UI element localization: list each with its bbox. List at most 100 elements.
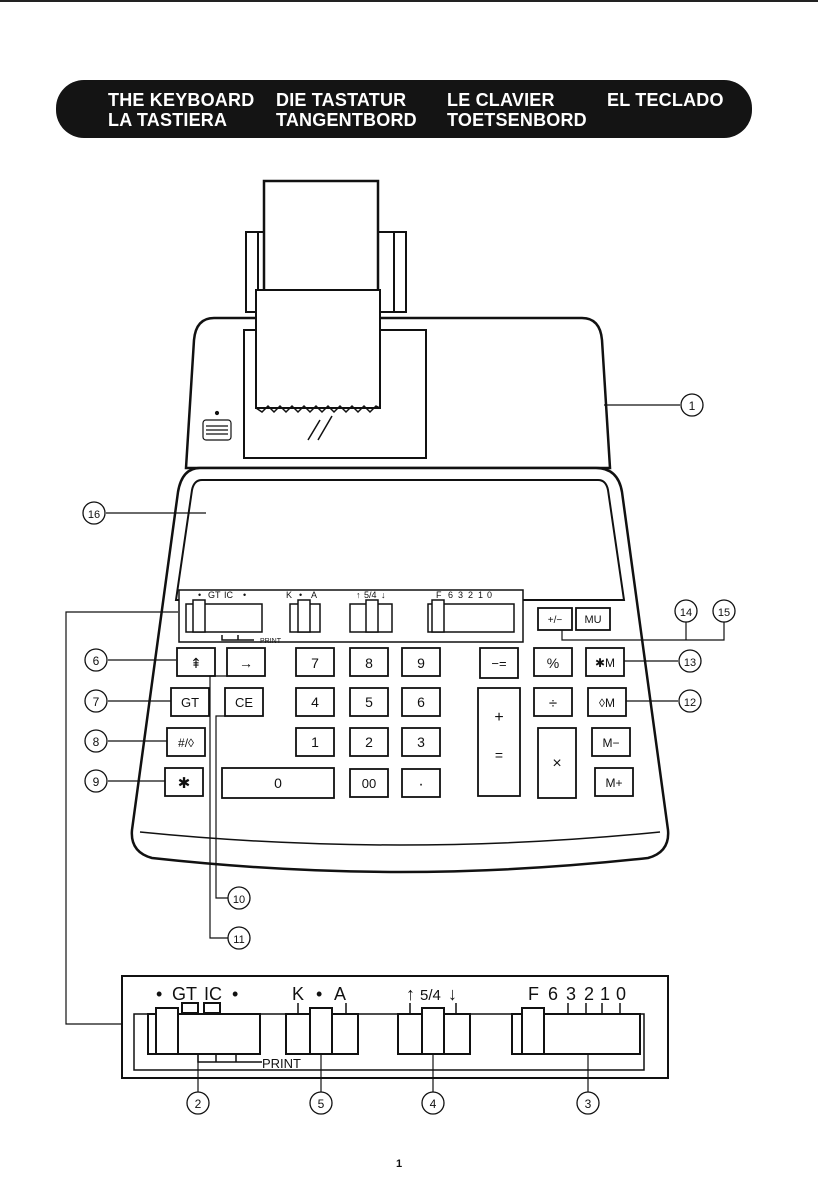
key-paper-feed[interactable]: ⇞ (177, 648, 215, 676)
callout-8-label: 8 (93, 735, 100, 749)
callout-6: 6 (85, 649, 107, 671)
key-8[interactable]: 8 (350, 648, 388, 676)
sw-small-1: 1 (478, 590, 483, 600)
key-gt[interactable]: GT (171, 688, 209, 716)
callout-15-label: 15 (718, 607, 730, 619)
callout-14: 14 (675, 600, 697, 622)
sw-small-a: A (311, 590, 317, 600)
callout-11-label: 11 (233, 934, 244, 946)
key-star[interactable]: ✱ (165, 768, 203, 796)
callout-12: 12 (679, 690, 701, 712)
key-3[interactable]: 3 (402, 728, 440, 756)
key-dot-label: · (418, 776, 423, 793)
key-percent-label: % (547, 655, 559, 671)
key-8-label: 8 (365, 655, 373, 671)
sw-small-ic: IC (224, 590, 234, 600)
key-5[interactable]: 5 (350, 688, 388, 716)
key-arrow[interactable]: → (227, 648, 265, 676)
key-m-minus[interactable]: M− (592, 728, 630, 756)
key-7[interactable]: 7 (296, 648, 334, 676)
key-sign-change[interactable]: +/− (538, 608, 572, 630)
sw-small-k: K (286, 590, 292, 600)
sw-small-gt: GT (208, 590, 221, 600)
key-multiply[interactable]: × (538, 728, 576, 798)
sw-large-dot2: • (232, 984, 238, 1004)
callout-7-label: 7 (93, 695, 100, 709)
key-mu[interactable]: MU (576, 608, 610, 630)
key-6[interactable]: 6 (402, 688, 440, 716)
key-m-plus[interactable]: M+ (595, 768, 633, 796)
sw-large-f: F (528, 984, 539, 1004)
key-ce[interactable]: CE (225, 688, 263, 716)
key-star-m-label: ✱M (595, 656, 615, 670)
sw-small-up: ↑ (356, 590, 361, 600)
key-dot[interactable]: · (402, 769, 440, 797)
callout-1: 1 (681, 394, 703, 416)
key-3-label: 3 (417, 734, 425, 750)
key-minus-equals[interactable]: −= (480, 648, 518, 678)
sw-large-a: A (334, 984, 346, 1004)
callout-16-label: 16 (88, 509, 100, 521)
sw-large-3: 3 (566, 984, 576, 1004)
key-star-m[interactable]: ✱M (586, 648, 624, 676)
key-percent[interactable]: % (534, 648, 572, 676)
callout-1-label: 1 (689, 399, 696, 413)
key-diamond-m-label: ◊M (599, 696, 615, 710)
callout-2-label: 2 (195, 1097, 202, 1111)
sw-large-k: K (292, 984, 304, 1004)
print-window (244, 290, 426, 458)
key-divide[interactable]: ÷ (534, 688, 572, 716)
callout-16: 16 (83, 502, 105, 524)
callout-13: 13 (679, 650, 701, 672)
sw-large-dot1: • (156, 984, 162, 1004)
key-plus-equals[interactable]: + = (478, 688, 520, 796)
key-2-label: 2 (365, 734, 373, 750)
key-4[interactable]: 4 (296, 688, 334, 716)
callout-11: 11 (228, 927, 250, 949)
key-0[interactable]: 0 (222, 768, 334, 798)
key-star-label: ✱ (178, 775, 191, 792)
key-non-add-label: #/◊ (178, 736, 194, 750)
key-1[interactable]: 1 (296, 728, 334, 756)
sw-small-dot3: • (299, 590, 302, 600)
callout-3: 3 (577, 1092, 599, 1114)
sw-large-ic: IC (204, 984, 222, 1004)
sw-small-dot2: • (243, 590, 246, 600)
sw-small-down: ↓ (381, 590, 386, 600)
key-sign-change-label: +/− (548, 615, 563, 626)
callout-4: 4 (422, 1092, 444, 1114)
sw-small-dot1: • (198, 590, 201, 600)
key-7-label: 7 (311, 655, 319, 671)
callout-14-label: 14 (680, 607, 692, 619)
key-multiply-label: × (552, 755, 561, 772)
key-gt-label: GT (181, 695, 199, 710)
key-non-add[interactable]: #/◊ (167, 728, 205, 756)
sw-large-54: 5/4 (420, 987, 441, 1004)
key-plus-label: + (494, 709, 503, 726)
callout-2: 2 (187, 1092, 209, 1114)
key-minus-equals-label: −= (491, 656, 506, 671)
callout-12-label: 12 (684, 697, 696, 709)
callout-9-label: 9 (93, 775, 100, 789)
callout-4-label: 4 (430, 1097, 437, 1111)
key-4-label: 4 (311, 694, 319, 710)
callout-13-label: 13 (684, 657, 696, 669)
key-equals-label: = (495, 747, 503, 763)
key-00-label: 00 (362, 776, 376, 791)
key-2[interactable]: 2 (350, 728, 388, 756)
sw-large-dot3: • (316, 984, 322, 1004)
key-paper-feed-label: ⇞ (190, 655, 202, 671)
key-1-label: 1 (311, 734, 319, 750)
sw-small-6: 6 (448, 590, 453, 600)
key-9[interactable]: 9 (402, 648, 440, 676)
key-diamond-m[interactable]: ◊M (588, 688, 626, 716)
callout-8: 8 (85, 730, 107, 752)
sw-large-up: ↑ (406, 984, 415, 1004)
callout-9: 9 (85, 770, 107, 792)
sw-large-down: ↓ (448, 984, 457, 1004)
key-9-label: 9 (417, 655, 425, 671)
key-mu-label: MU (584, 614, 601, 626)
key-00[interactable]: 00 (350, 769, 388, 797)
sw-small-0: 0 (487, 590, 492, 600)
